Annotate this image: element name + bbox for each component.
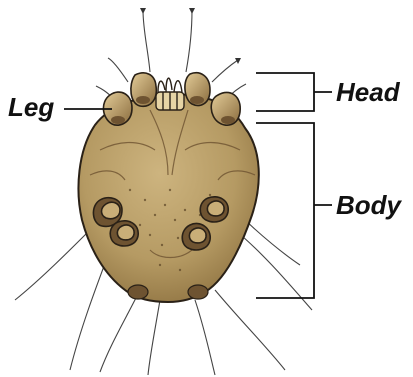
head-label: Head: [336, 79, 400, 105]
leg-label: Leg: [8, 94, 54, 120]
head-bracket: [256, 73, 314, 111]
body-label: Body: [336, 192, 401, 218]
body-bracket: [256, 123, 314, 298]
head-mouthparts: [156, 78, 184, 110]
